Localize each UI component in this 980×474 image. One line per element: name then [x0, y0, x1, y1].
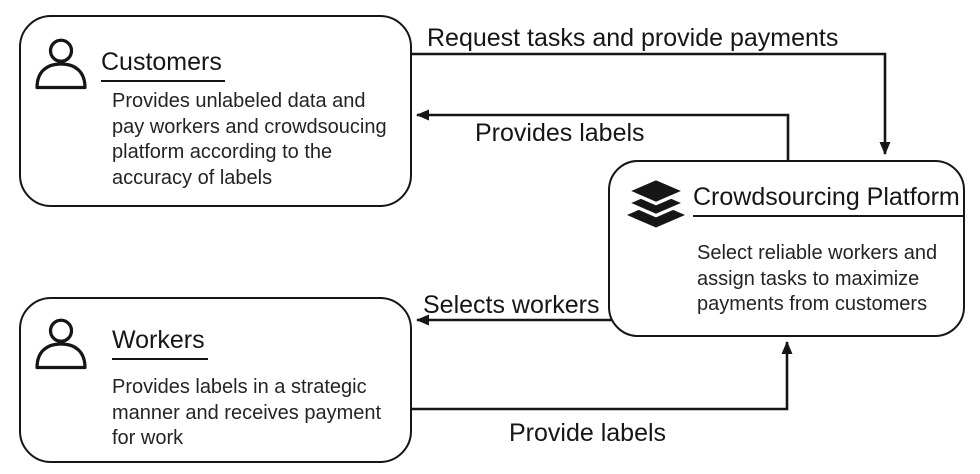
layers-icon: [624, 176, 688, 228]
text-line: payments from customers: [697, 293, 928, 315]
person-icon: [35, 38, 87, 90]
workers-title: Workers: [112, 326, 208, 360]
arrow-provides-labels: [416, 109, 790, 160]
text-line: Select reliable workers and: [697, 242, 938, 264]
customers-description: Provides unlabeled data and pay workers …: [112, 89, 387, 191]
text-line: assign tasks to maximize: [697, 267, 920, 290]
customers-title: Customers: [101, 48, 225, 82]
workers-description: Provides labels in a strategic manner an…: [112, 375, 381, 452]
workers-box: Workers Provides labels in a strategic m…: [19, 297, 412, 463]
arrow-label-request-tasks: Request tasks and provide payments: [427, 24, 839, 52]
text-line: platform according to the: [112, 141, 333, 163]
text-line: manner and receives payment: [112, 401, 382, 424]
text-line: for work: [112, 427, 184, 449]
crowdsourcing-platform-description: Select reliable workers and assign tasks…: [697, 241, 937, 318]
text-line: Provides labels in a strategic: [112, 376, 367, 398]
text-line: Provides unlabeled data and: [112, 90, 366, 112]
person-icon: [35, 318, 87, 370]
arrow-label-provides-labels: Provides labels: [475, 119, 645, 147]
arrow-label-selects-workers: Selects workers: [423, 291, 600, 319]
customers-box: Customers Provides unlabeled data and pa…: [19, 15, 412, 207]
crowdsourcing-platform-title: Crowdsourcing Platform: [693, 183, 963, 217]
text-line: accuracy of labels: [112, 166, 273, 189]
arrow-provide-labels: [412, 341, 793, 411]
arrow-request-tasks: [412, 52, 891, 155]
arrow-label-provide-labels: Provide labels: [509, 419, 667, 447]
crowdsourcing-platform-box: Crowdsourcing Platform Select reliable w…: [608, 160, 965, 337]
text-line: pay workers and crowdsoucing: [112, 115, 387, 138]
